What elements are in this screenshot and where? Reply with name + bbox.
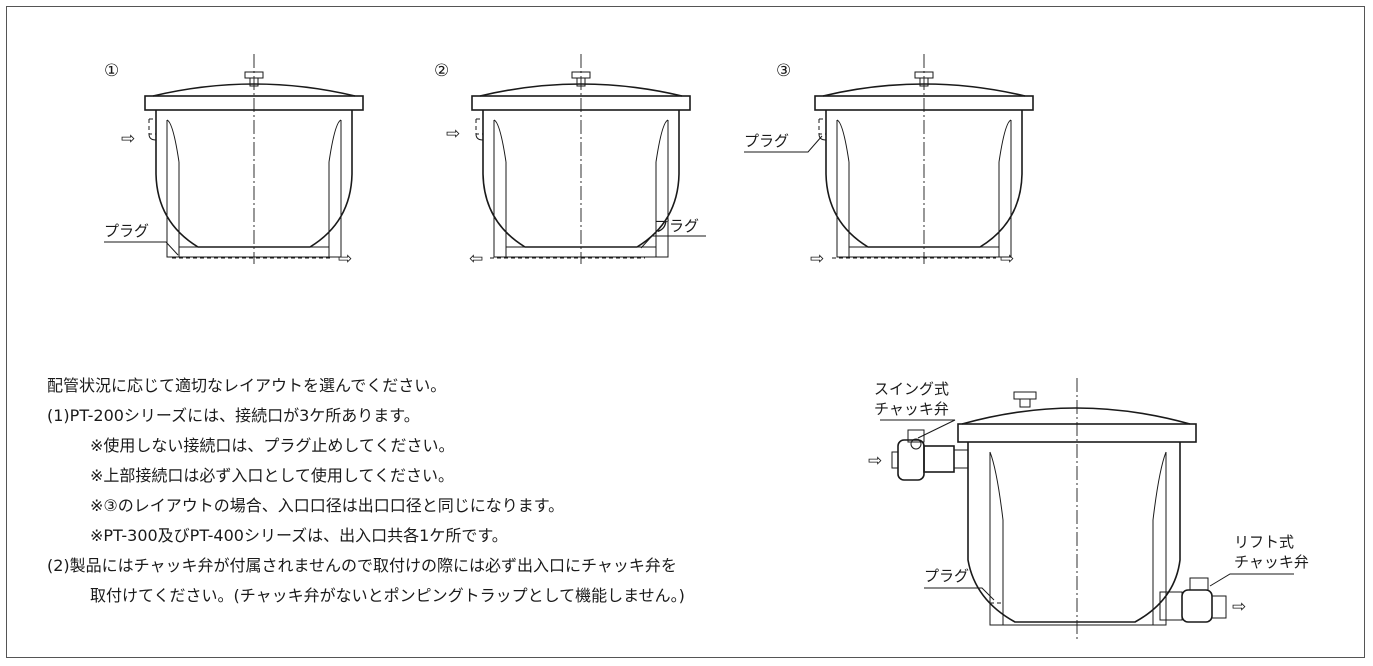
note-2-continued: 取付けてください。(チャッキ弁がないとポンピングトラップとして機能しません。) — [90, 586, 685, 605]
figure-1-top-port — [148, 118, 157, 141]
detail-outlet-arrow: ⇨ — [1232, 597, 1246, 617]
note-1-top-port-inlet: ※上部接続口は必ず入口として使用してください。 — [90, 466, 454, 485]
figure-3-plug-label: プラグ — [744, 132, 789, 150]
detail-plug-label: プラグ — [924, 567, 969, 585]
note-2: (2)製品にはチャッキ弁が付属されませんので取付けの際には必ず出入口にチャッキ弁… — [47, 556, 677, 575]
figure-1-number: ① — [104, 61, 119, 81]
detail-figure: ⇨ スイング式 チャッキ弁 ⇨ リフト式 チャッキ弁 プラグ — [868, 378, 1309, 640]
figure-2-number: ② — [434, 61, 449, 81]
swing-valve-label-line1: スイング式 — [874, 380, 949, 398]
note-1-pt300-pt400: ※PT-300及びPT-400シリーズは、出入口共各1ケ所です。 — [90, 526, 508, 545]
figure-3-inlet-arrow: ⇨ — [810, 249, 824, 269]
figure-2-plug-leader — [640, 235, 706, 249]
figure-3-outlet-arrow: ⇨ — [1000, 249, 1014, 269]
figure-1-inlet-arrow: ⇨ — [121, 129, 135, 149]
figure-1-outlet-arrow: ⇨ — [338, 249, 352, 269]
figure-2-outlet-arrow: ⇦ — [469, 249, 483, 269]
note-1-layout-3: ※③のレイアウトの場合、入口口径は出口口径と同じになります。 — [90, 496, 565, 515]
figure-1-plug-leader — [104, 241, 179, 256]
note-1: (1)PT-200シリーズには、接続口が3ケ所あります。 — [47, 406, 420, 425]
swing-valve-leader — [880, 419, 956, 439]
note-intro: 配管状況に応じて適切なレイアウトを選んでください。 — [47, 376, 447, 395]
figure-3-plug-leader — [744, 135, 823, 153]
swing-valve-label-line2: チャッキ弁 — [874, 400, 949, 418]
figure-1-tank — [144, 53, 364, 265]
figure-1: ① ⇨ プラグ ⇨ — [104, 53, 364, 269]
figure-2-plug-label: プラグ — [654, 217, 699, 235]
figure-2: ② ⇨ ⇦ プラグ — [434, 53, 706, 269]
lift-valve-label-line2: チャッキ弁 — [1234, 553, 1309, 571]
instruction-notes: 配管状況に応じて適切なレイアウトを選んでください。 (1)PT-200シリーズに… — [47, 371, 847, 611]
detail-inlet-arrow: ⇨ — [868, 451, 882, 471]
figure-3-number: ③ — [776, 61, 791, 81]
lift-valve-label-line1: リフト式 — [1234, 533, 1294, 551]
figure-1-plug-label: プラグ — [104, 222, 149, 240]
figure-2-inlet-arrow: ⇨ — [446, 124, 460, 144]
lift-valve-leader — [1209, 573, 1294, 587]
figure-3: ③ プラグ ⇨ ⇨ — [744, 53, 1034, 269]
detail-plug-leader — [924, 587, 995, 601]
figure-3-tank — [814, 53, 1034, 265]
diagram-frame — [6, 6, 1365, 658]
figure-2-top-port — [475, 118, 484, 141]
figure-3-top-port — [818, 118, 827, 141]
swing-check-valve — [891, 429, 969, 481]
note-1-unused-ports: ※使用しない接続口は、プラグ止めしてください。 — [90, 436, 455, 455]
lift-check-valve — [1159, 577, 1227, 623]
